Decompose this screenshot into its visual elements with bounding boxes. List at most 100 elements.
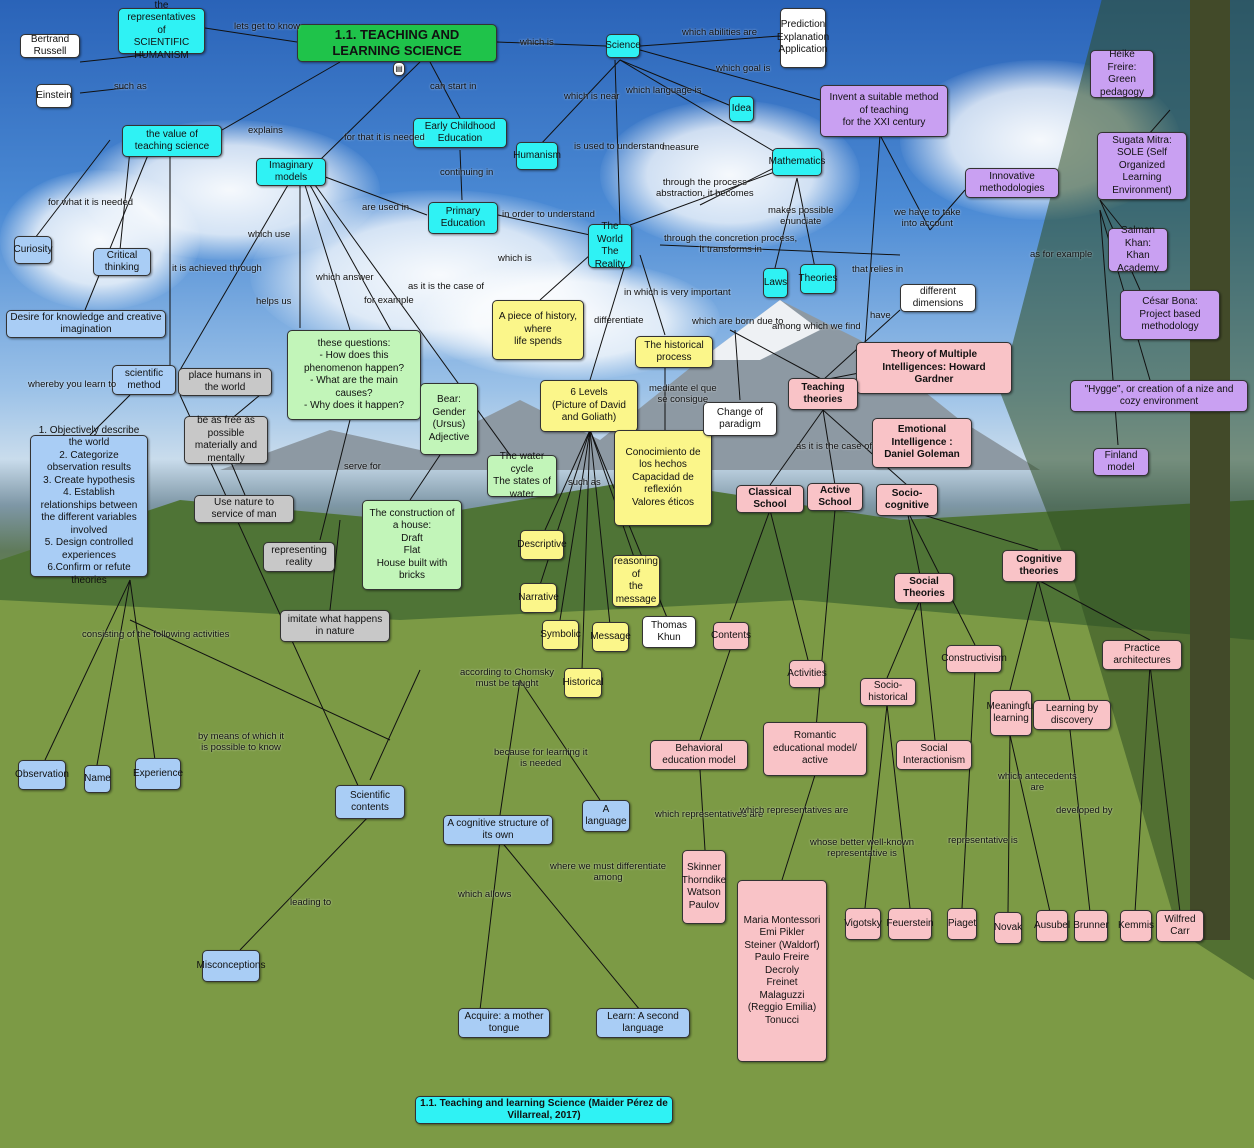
humanism-node[interactable]: Humanism [513, 142, 561, 170]
experience-node[interactable]: Experience [133, 758, 183, 790]
practice-architectures-node[interactable]: Practice architectures [1102, 640, 1182, 670]
learning-discovery-node[interactable]: Learning by discovery [1033, 700, 1111, 730]
water-cycle-node[interactable]: The water cycle The states of water [487, 451, 557, 500]
historical-process-node[interactable]: The historical process [635, 336, 713, 368]
cesar-bona-node[interactable]: César Bona: Project based methodology [1120, 290, 1220, 340]
footer-citation[interactable]: 1.1. Teaching and learning Science (Maid… [415, 1096, 673, 1124]
social-interactionism-node[interactable]: Social Interactionism [896, 740, 972, 770]
imitate-nature-node[interactable]: imitate what happens in nature [280, 610, 390, 642]
salman-khan-node[interactable]: Salman Khan: Khan Academy [1108, 225, 1168, 274]
classical-school-node[interactable]: Classical School [736, 485, 804, 513]
representing-reality-node[interactable]: representing reality [263, 542, 335, 572]
link-label: through the process abstraction, it beco… [656, 177, 754, 199]
world-reality-node[interactable]: The World The Reality [588, 221, 632, 270]
meaningful-learning-node[interactable]: Meaningful learning [987, 690, 1035, 736]
theories-node[interactable]: Theories [799, 264, 837, 294]
teaching-theories-node[interactable]: Teaching theories [788, 378, 858, 410]
piaget-node[interactable]: Piaget [947, 908, 977, 940]
value-teaching-science-node[interactable]: the value of teaching science [122, 125, 222, 157]
reasoning-message-node[interactable]: reasoning of the message [612, 555, 660, 607]
primary-education-node[interactable]: Primary Education [428, 202, 498, 234]
romantic-model-node[interactable]: Romantic educational model/ active [763, 722, 867, 776]
piece-history-node[interactable]: A piece of history, where life spends [492, 300, 584, 360]
behavioral-model-node[interactable]: Behavioral education model [650, 740, 748, 770]
emotional-intelligence-node[interactable]: Emotional Intelligence : Daniel Goleman [872, 418, 972, 468]
curiosity-node[interactable]: Curiosity [14, 236, 52, 264]
activities-node[interactable]: Activities [787, 660, 827, 688]
historical-node[interactable]: Historical [562, 668, 604, 698]
link-label: in which is very important [624, 287, 731, 298]
wilfred-carr-node[interactable]: Wilfred Carr [1156, 910, 1204, 942]
laws-node[interactable]: Laws [763, 268, 788, 298]
learn-second-language-node[interactable]: Learn: A second language [596, 1008, 690, 1038]
link-label: measure [662, 142, 699, 153]
message-node[interactable]: Message [590, 622, 631, 652]
construction-house-node[interactable]: The construction of a house: Draft Flat … [362, 500, 462, 590]
prediction-node[interactable]: Prediction Explanation Application [777, 8, 829, 68]
novak-node[interactable]: Novak [994, 912, 1022, 944]
ausubel-node[interactable]: Ausubel [1034, 910, 1070, 942]
use-nature-node[interactable]: Use nature to service of man [194, 495, 294, 523]
multiple-intelligences-node[interactable]: Theory of Multiple Intelligences: Howard… [856, 342, 1012, 394]
cognitive-theories-node[interactable]: Cognitive theories [1002, 550, 1076, 582]
acquire-mother-tongue-node[interactable]: Acquire: a mother tongue [458, 1008, 550, 1038]
link-label: helps us [256, 296, 292, 307]
link-label: in order to understand [502, 209, 595, 220]
kemmis-node[interactable]: Kemmis [1118, 910, 1154, 942]
critical-thinking-node[interactable]: Critical thinking [93, 248, 151, 276]
contents-node[interactable]: Contents [711, 622, 751, 650]
observation-node[interactable]: Observation [15, 760, 69, 790]
socio-historical-node[interactable]: Socio-historical [860, 678, 916, 706]
heike-freire-node[interactable]: Heike Freire: Green pedagogy [1090, 49, 1154, 98]
vigotsky-node[interactable]: Vigotsky [844, 908, 882, 940]
method-steps-node[interactable]: 1. Objectively describe the world 2. Cat… [30, 425, 148, 586]
descriptive-node[interactable]: Descriptive [517, 530, 567, 560]
map-title[interactable]: 1.1. TEACHING AND LEARNING SCIENCE [297, 24, 497, 62]
place-humans-node[interactable]: place humans in the world [178, 368, 272, 396]
thomas-khun-node[interactable]: Thomas Khun [642, 616, 696, 648]
different-dimensions-node[interactable]: different dimensions [900, 284, 976, 312]
bertrand-russell-node[interactable]: Bertrand Russell [20, 34, 80, 58]
scientific-method-node[interactable]: scientific method [112, 365, 176, 395]
invent-method-node[interactable]: Invent a suitable method of teaching for… [820, 85, 948, 137]
finland-model-node[interactable]: Finland model [1093, 448, 1149, 476]
six-levels-node[interactable]: 6 Levels (Picture of David and Goliath) [540, 380, 638, 432]
mathematics-node[interactable]: Mathematics [769, 148, 825, 176]
conocimiento-node[interactable]: Conocimiento de los hechos Capacidad de … [614, 430, 712, 526]
link-label: we have to take into account [894, 207, 961, 229]
constructivism-node[interactable]: Constructivism [941, 645, 1007, 673]
symbolic-node[interactable]: Symbolic [540, 620, 581, 650]
idea-node[interactable]: Idea [729, 96, 754, 122]
link-label: which answer [316, 272, 374, 283]
cognitive-structure-node[interactable]: A cognitive structure of its own [443, 815, 553, 845]
social-theories-node[interactable]: Social Theories [894, 573, 954, 603]
imaginary-models-node[interactable]: Imaginary models [256, 158, 326, 186]
science-node[interactable]: Science [605, 34, 641, 58]
change-paradigm-node[interactable]: Change of paradigm [703, 402, 777, 436]
scientific-humanism-node[interactable]: the representatives of SCIENTIFIC HUMANI… [118, 0, 205, 61]
sugata-mitra-node[interactable]: Sugata Mitra: SOLE (Self Organized Learn… [1097, 132, 1187, 200]
link-label: such as [568, 477, 601, 488]
socio-cognitive-node[interactable]: Socio-cognitive [876, 484, 938, 516]
narrative-node[interactable]: Narrative [518, 583, 559, 613]
scientific-contents-node[interactable]: Scientific contents [335, 785, 405, 819]
bear-node[interactable]: Bear: Gender (Ursus) Adjective [420, 383, 478, 455]
einstein-node[interactable]: Einstein [36, 84, 72, 108]
doc-icon[interactable]: ▤ [393, 62, 405, 76]
link-label: because for learning it is needed [494, 747, 588, 769]
link-label: whose better well-known representative i… [810, 837, 915, 859]
a-language-node[interactable]: A language [582, 800, 630, 832]
these-questions-node[interactable]: these questions: - How does this phenome… [287, 330, 421, 420]
hygge-node[interactable]: "Hygge", or creation of a nize and cozy … [1070, 380, 1248, 412]
brunner-node[interactable]: Brunner [1073, 910, 1109, 942]
skinner-group-node[interactable]: Skinner Thorndike Watson Paulov [682, 850, 726, 924]
misconceptions-node[interactable]: Misconceptions [197, 950, 265, 982]
montessori-group-node[interactable]: Maria Montessori Emi Pikler Steiner (Wal… [737, 880, 827, 1062]
innovative-methodologies-node[interactable]: Innovative methodologies [965, 168, 1059, 198]
name-node[interactable]: Name [84, 765, 111, 793]
early-childhood-node[interactable]: Early Childhood Education [413, 118, 507, 148]
feuerstein-node[interactable]: Feuerstein [886, 908, 934, 940]
be-as-free-node[interactable]: be as free as possible materially and me… [184, 415, 268, 464]
desire-knowledge-node[interactable]: Desire for knowledge and creative imagin… [6, 310, 166, 338]
active-school-node[interactable]: Active School [807, 483, 863, 511]
